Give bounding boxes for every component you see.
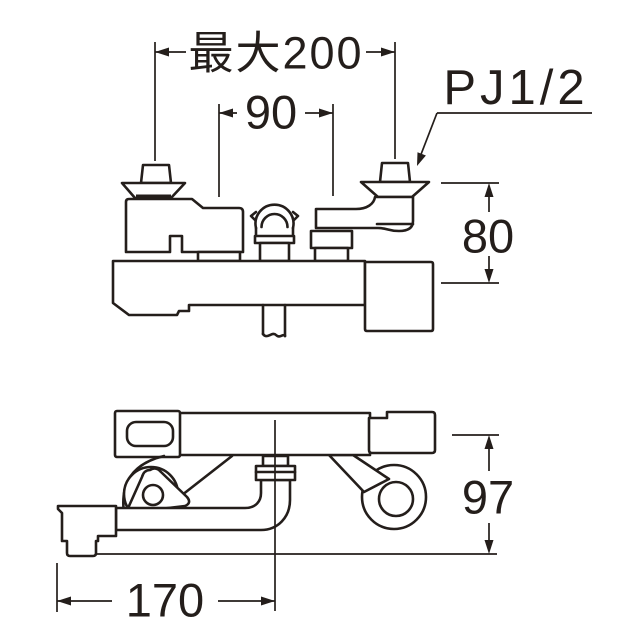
volume-handle-side — [367, 410, 437, 455]
thread-size-label: PJ1/2 — [443, 61, 588, 115]
dimension-max-width: 最大200 — [154, 28, 396, 161]
front-view — [111, 161, 435, 338]
dim-handle-pitch-label: 90 — [245, 86, 297, 139]
crank-arm-front — [309, 195, 415, 263]
dimension-upper-height: 80 — [441, 182, 514, 284]
dimension-spout-reach: 170 — [56, 420, 276, 627]
volume-handle-front — [363, 260, 435, 333]
mixer-body-side — [176, 411, 372, 457]
hose-hook-ring — [249, 203, 300, 263]
mixer-body-front — [111, 259, 367, 317]
shower-elbow — [56, 504, 118, 558]
temperature-handle-pedestal — [196, 250, 242, 263]
dim-spout-reach-label: 170 — [126, 574, 204, 627]
dimension-handle-pitch: 90 — [218, 86, 334, 197]
dim-upper-height-label: 80 — [462, 210, 514, 263]
handle-grip-slot — [125, 420, 175, 448]
thread-size-callout: PJ1/2 — [417, 61, 592, 166]
temperature-handle-front — [124, 197, 245, 254]
left-wall-fitting — [120, 163, 187, 200]
dimension-lower-height: 97 — [452, 434, 514, 554]
dim-max-width-label: 最大200 — [188, 28, 363, 79]
dim-lower-height-label: 97 — [462, 471, 514, 524]
spout-stub-front — [261, 303, 287, 338]
right-wall-fitting — [359, 161, 431, 199]
side-view — [56, 409, 497, 558]
